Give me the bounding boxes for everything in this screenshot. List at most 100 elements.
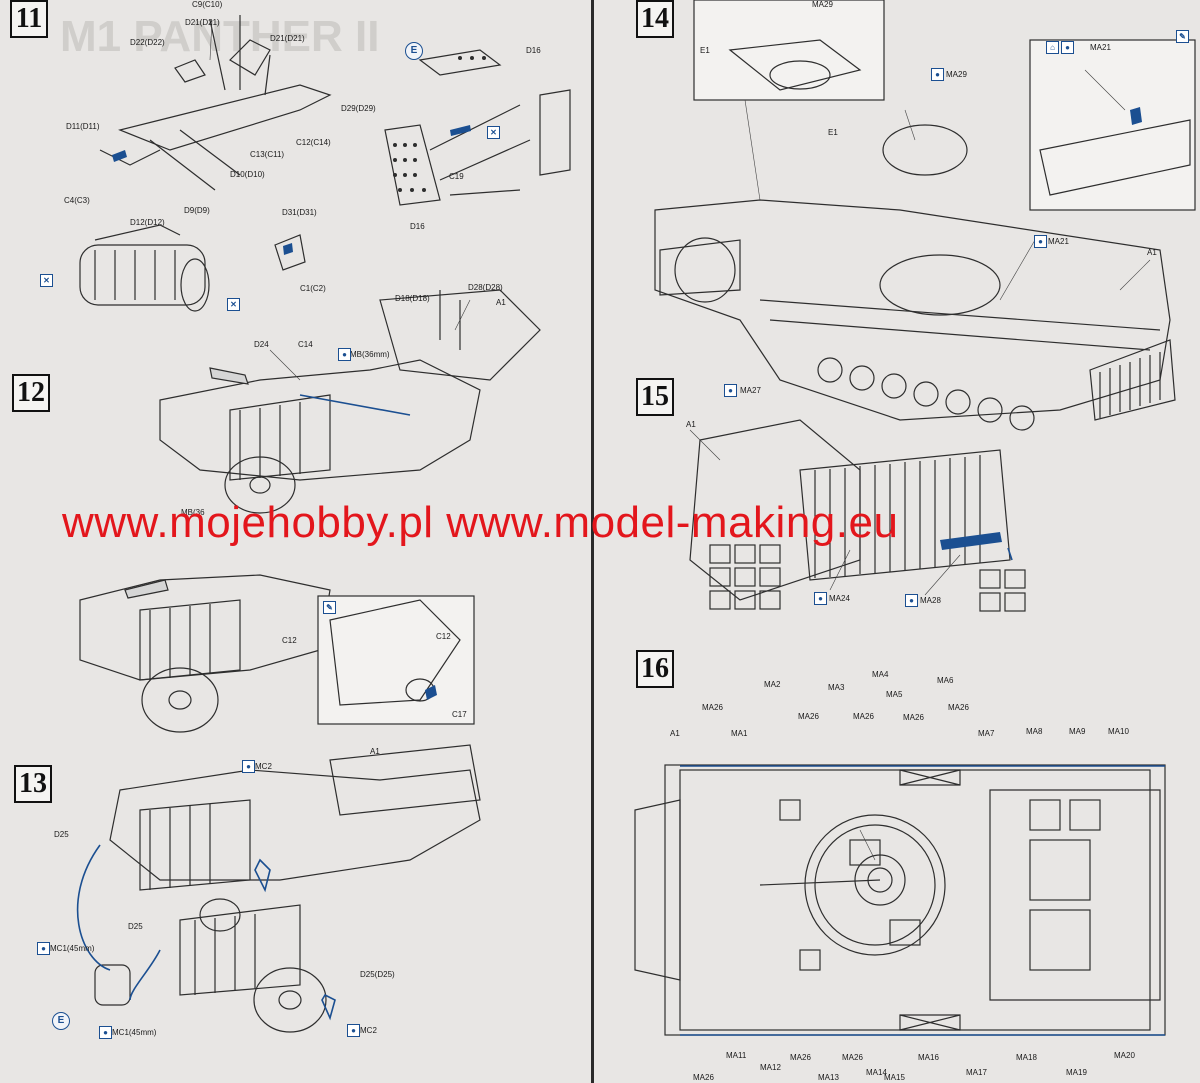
part-label: D29(D29) — [341, 104, 376, 113]
paint-drop-icon: ● — [905, 594, 918, 607]
part-label: A1 — [670, 729, 680, 738]
watermark-text: www.mojehobby.pl www.model-making.eu — [62, 498, 899, 547]
paint-label: MA26 — [790, 1053, 811, 1062]
page-divider — [591, 0, 594, 1083]
part-label: D25 — [128, 922, 143, 931]
paint-label: MA26 — [693, 1073, 714, 1082]
paint-label: MA26 — [702, 703, 723, 712]
part-label: D24 — [254, 340, 269, 349]
paint-label: MC2 — [360, 1026, 377, 1035]
paint-drop-icon: ● — [338, 348, 351, 361]
part-label: E1 — [700, 46, 710, 55]
part-label: C9(C10) — [192, 0, 223, 9]
callout-e-marker: E — [405, 42, 423, 60]
paint-label: MB(36 — [181, 508, 205, 517]
paint-drop-icon: ● — [99, 1026, 112, 1039]
paint-label: MA29 — [946, 70, 967, 79]
paint-drop-icon: ● — [724, 384, 737, 397]
paint-label: MA1 — [731, 729, 748, 738]
paint-label: MA8 — [1026, 727, 1043, 736]
paint-label: MA17 — [966, 1068, 987, 1077]
paint-label: MA5 — [886, 690, 903, 699]
paint-label: MA26 — [948, 703, 969, 712]
step-number-12: 12 — [12, 374, 50, 412]
paint-label: MA26 — [798, 712, 819, 721]
paint-label: MA28 — [920, 596, 941, 605]
step-number-11: 11 — [10, 0, 48, 38]
paint-label: MC1(45mm) — [112, 1028, 157, 1037]
home-icon: ⌂ — [1046, 41, 1059, 54]
paint-label: MA21 — [1048, 237, 1069, 246]
paint-label: MA18 — [1016, 1053, 1037, 1062]
part-label: C14 — [298, 340, 313, 349]
step-number-14: 14 — [636, 0, 674, 38]
paint-label: MA26 — [842, 1053, 863, 1062]
part-label: D25(D25) — [360, 970, 395, 979]
part-label: C12 — [436, 632, 451, 641]
paint-label: MA20 — [1114, 1051, 1135, 1060]
paint-label: MA16 — [918, 1053, 939, 1062]
paint-label: MA11 — [726, 1051, 747, 1060]
paint-label: MA4 — [872, 670, 889, 679]
part-label: D31(D31) — [282, 208, 317, 217]
part-label: A1 — [370, 747, 380, 756]
paint-label: MB(36mm) — [350, 350, 390, 359]
glue-icon: ✕ — [487, 126, 500, 139]
glue-icon: ✕ — [40, 274, 53, 287]
part-label: D16 — [526, 46, 541, 55]
callout-e-marker: E — [52, 1012, 70, 1030]
part-label: D9(D9) — [184, 206, 210, 215]
paint-label: MA15 — [884, 1073, 905, 1082]
part-label: C1(C2) — [300, 284, 326, 293]
paint-label: MA7 — [978, 729, 995, 738]
paint-label: MA26 — [853, 712, 874, 721]
step-number-16: 16 — [636, 650, 674, 688]
paint-label: MA10 — [1108, 727, 1129, 736]
paint-label: MA21 — [1090, 43, 1111, 52]
paint-label: MC1(45mm) — [50, 944, 95, 953]
glue-icon: ✕ — [227, 298, 240, 311]
paint-label: MA27 — [740, 386, 761, 395]
part-label: C4(C3) — [64, 196, 90, 205]
part-label: D22(D22) — [130, 38, 165, 47]
part-label: D10(D10) — [230, 170, 265, 179]
paint-drop-icon: ● — [814, 592, 827, 605]
part-label: A1 — [686, 420, 696, 429]
paint-label: MA13 — [818, 1073, 839, 1082]
part-label: C19 — [449, 172, 464, 181]
part-label: C13(C11) — [250, 150, 285, 159]
paint-label: MA19 — [1066, 1068, 1087, 1077]
paint-label: MA24 — [829, 594, 850, 603]
part-label: D16 — [410, 222, 425, 231]
paint-label: MC2 — [255, 762, 272, 771]
part-label: C17 — [452, 710, 467, 719]
part-label: D21(D21) — [270, 34, 305, 43]
paint-label: MA3 — [828, 683, 845, 692]
brush-icon: ✎ — [323, 601, 336, 614]
part-label: D11(D11) — [66, 122, 100, 131]
part-label: D28(D28) — [468, 283, 503, 292]
paint-label: MA9 — [1069, 727, 1086, 736]
paint-drop-icon: ● — [242, 760, 255, 773]
part-label: D25 — [54, 830, 69, 839]
part-label: A1 — [496, 298, 506, 307]
part-label: C12 — [282, 636, 297, 645]
paint-label: MA29 — [812, 0, 833, 9]
brush-icon: ✎ — [1176, 30, 1189, 43]
paint-label: MA2 — [764, 680, 781, 689]
paint-drop-icon: ● — [1061, 41, 1074, 54]
ghost-title: M1 PANTHER II — [60, 12, 380, 61]
step-number-13: 13 — [14, 765, 52, 803]
paint-label: MA26 — [903, 713, 924, 722]
paint-drop-icon: ● — [347, 1024, 360, 1037]
paint-label: MA6 — [937, 676, 954, 685]
paint-drop-icon: ● — [931, 68, 944, 81]
part-label: D12(D12) — [130, 218, 165, 227]
paint-label: MA14 — [866, 1068, 887, 1077]
paint-label: MA12 — [760, 1063, 781, 1072]
paint-drop-icon: ● — [37, 942, 50, 955]
step-number-15: 15 — [636, 378, 674, 416]
part-label: C12(C14) — [296, 138, 331, 147]
